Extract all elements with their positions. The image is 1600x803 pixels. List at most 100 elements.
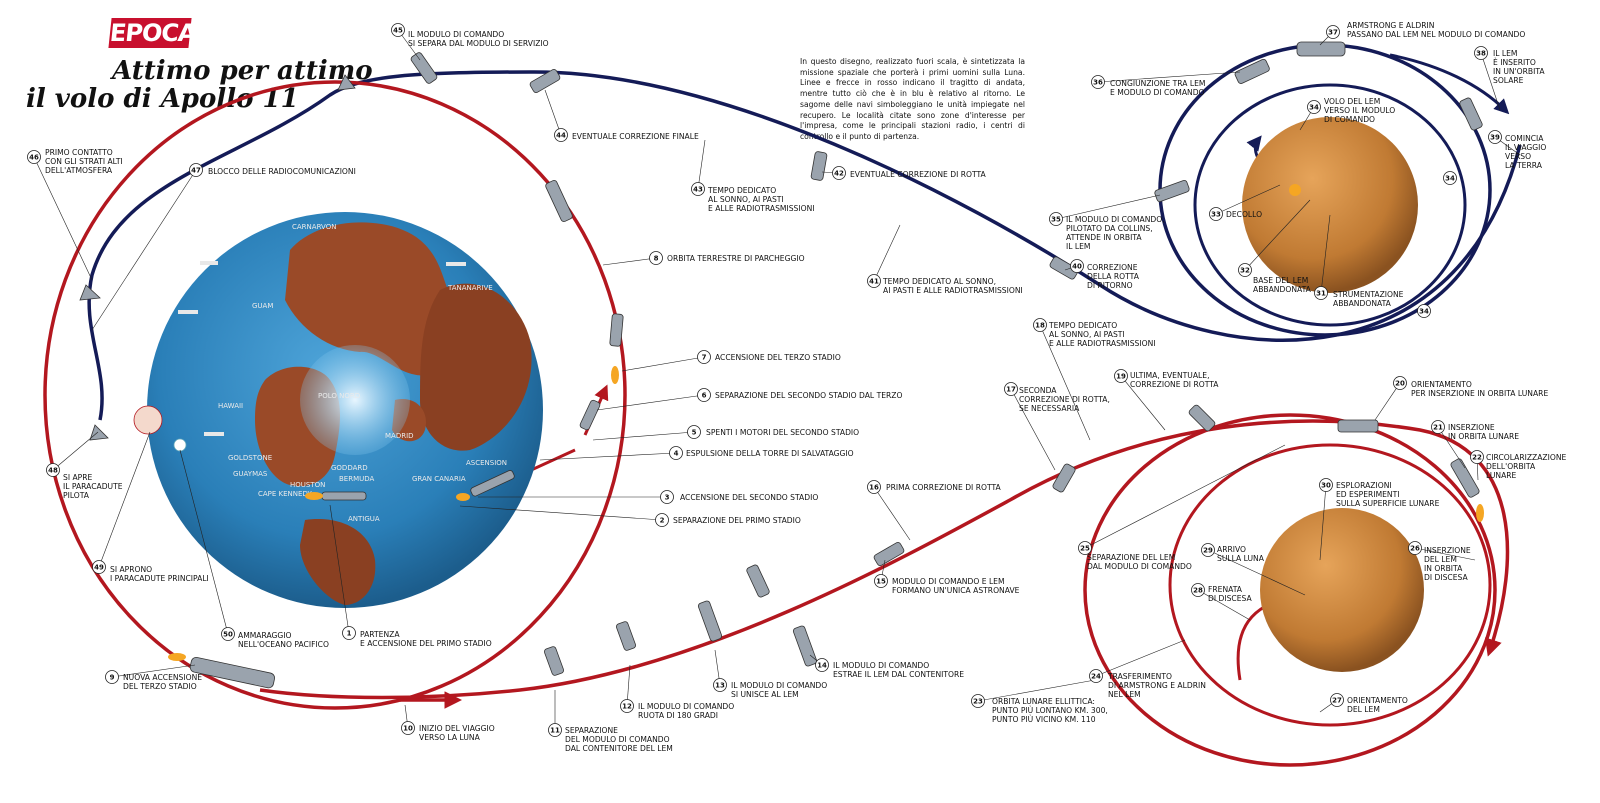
leader-line [544,89,562,136]
step-number: 43 [693,186,703,194]
reentry-capsule-icon [79,284,101,301]
leader-line [621,356,705,372]
step-caption-line: ESPLORAZIONI [1336,481,1392,490]
leader-line [1244,199,1311,271]
step-number: 50 [223,631,233,639]
step-caption-line: DEL TERZO STADIO [123,682,197,691]
final-correction-icon [529,69,561,93]
step-caption-line: CIRCOLARIZZAZIONE [1486,453,1567,462]
step-caption-line: COMINCIA [1505,134,1544,143]
continent-south-america [300,519,376,605]
step-number: 27 [1332,697,1342,705]
step-caption-line: CORREZIONE [1087,263,1138,272]
leader-line [873,486,911,541]
step-caption-line: IL MODULO DI COMANDO [731,681,827,690]
step-number-badge [1307,100,1321,114]
step-caption-line: CORREZIONE DI ROTTA, [1019,395,1110,404]
step-number-badge [1089,669,1103,683]
step-caption-line: DI COMANDO [1324,115,1375,124]
step-caption-line: NUOVA ACCENSIONE [123,673,202,682]
step-caption-line: NELL'OCEANO PACIFICO [238,640,329,649]
step-caption-line: E ALLE RADIOTRASMISSIONI [1049,339,1156,348]
step-number-badge [687,425,701,439]
step-number: 24 [1091,673,1101,681]
step-number: 29 [1203,547,1213,555]
step-caption-line: SECONDA [1019,386,1057,395]
step-caption-line: DELLA ROTTA [1087,272,1140,281]
step-number-badge [1238,263,1252,277]
step-caption-line: DI ARMSTRONG E ALDRIN [1108,681,1206,690]
step-caption-line: SOLARE [1493,76,1524,85]
step-number: 23 [973,698,983,706]
lunar-orbit-outer [1083,413,1497,767]
step-number: 14 [817,662,827,670]
step-caption-line: DEL LEM [1347,705,1380,714]
step-caption-line: BLOCCO DELLE RADIOCOMUNICAZIONI [208,167,356,176]
leader-line [91,169,197,331]
step-caption-line: DEL MODULO DI COMANDO [565,735,670,744]
step-number: 21 [1433,424,1443,432]
step-number-badge [697,388,711,402]
step-caption-line: E ALLE RADIOTRASMISSIONI [708,204,815,213]
step-number-badge [1004,382,1018,396]
step-caption-line: ACCENSIONE DEL TERZO STADIO [715,353,841,362]
leader-line [33,156,93,281]
leader-line [459,505,663,521]
step-caption-line: VERSO [1505,152,1531,161]
step-number: 34 [1445,175,1455,183]
step-caption-line: PRIMA CORREZIONE DI ROTTA [886,483,1002,492]
step-caption-line: IN ORBITA LUNARE [1448,432,1519,441]
step-number: 9 [110,674,115,682]
step-caption-line: DAL CONTENITORE DEL LEM [565,744,673,753]
step-caption-line: STRUMENTAZIONE [1333,290,1404,299]
step-number-badge [1443,171,1457,185]
step-caption-line: RUOTA DI 180 GRADI [638,711,718,720]
step-caption-line: IL MODULO DI COMANDO [638,702,734,711]
ship-icon [446,262,466,266]
flame-icon [305,492,323,500]
step-number: 46 [29,154,39,162]
step-number-badge [1417,304,1431,318]
step-number-badge [189,163,203,177]
orientation-icon [1337,419,1379,433]
cm-dock-icon [697,600,723,642]
step-caption-line: CORREZIONE DI ROTTA [1130,380,1219,389]
step-number-badge [1078,541,1092,555]
step-number-badge [342,626,356,640]
step-caption-line: BASE DEL LEM [1253,276,1308,285]
place-tananarive: TANANARIVE [447,284,493,292]
step-number: 40 [1072,263,1082,271]
step-number-badge [1319,478,1333,492]
step-number: 26 [1410,545,1420,553]
step-number: 18 [1035,322,1045,330]
step-number: 11 [550,727,560,735]
step-caption-line: SI APRONO [110,565,152,574]
step-number-badge [1033,318,1047,332]
step-number-badge [27,150,41,164]
cm-sm-separation-icon [410,52,438,84]
step-number-badge [1431,420,1445,434]
step-number-badge [1191,583,1205,597]
csm-return-icon [1154,179,1190,203]
step-number: 22 [1472,454,1482,462]
leader-line [1084,444,1286,549]
step-caption-line: ED ESPERIMENTI [1336,490,1399,499]
step-number-badge [1209,207,1223,221]
third-stage-orbit-icon [609,313,624,347]
step-number: 15 [876,578,886,586]
step-number-badge [105,670,119,684]
leader-line [329,504,350,634]
step-number-badge [620,699,634,713]
place-carnarvon: CARNARVON [292,223,336,231]
third-stage-upper-icon [545,180,573,222]
